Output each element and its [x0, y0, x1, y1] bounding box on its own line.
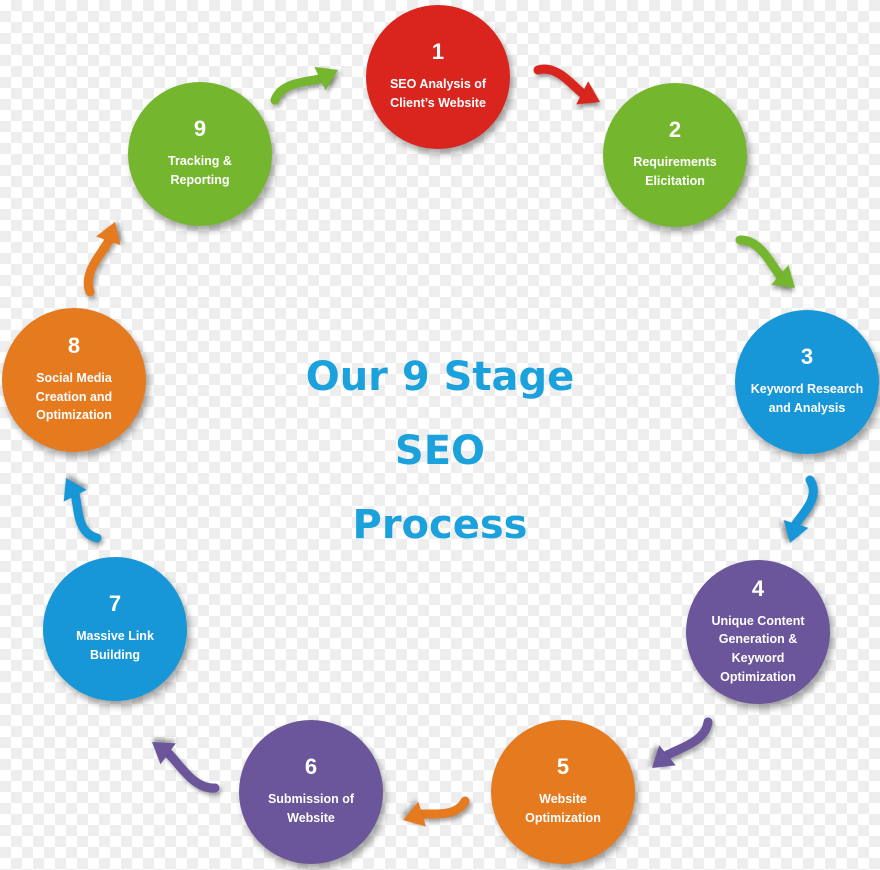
stage-4-circle: 4 Unique Content Generation & Keyword Op… [686, 560, 830, 704]
stage-8-number: 8 [67, 332, 81, 358]
stage-3-label: Keyword Research and Analysis [750, 382, 864, 415]
title-line-1: Our 9 Stage [305, 354, 575, 400]
arrow-6-to-7 [152, 742, 220, 793]
arrow-3-to-4 [783, 475, 818, 543]
arrow-shaft [657, 717, 713, 765]
arrow-shaft [789, 475, 818, 536]
arrow-2-to-3 [735, 235, 795, 288]
stage-5-circle: 5 Website Optimization [491, 720, 635, 864]
arrow-4-to-5 [652, 717, 713, 768]
stage-8-label: Social Media Creation and Optimization [35, 370, 113, 423]
arrow-head [152, 742, 176, 765]
arrow-head [771, 265, 795, 288]
stage-9-label: Tracking & Reporting [168, 154, 232, 187]
arrow-head [96, 222, 121, 246]
stage-2-label: Requirements Elicitation [633, 155, 717, 188]
stage-9-number: 9 [193, 116, 207, 142]
arrow-shaft [270, 71, 331, 105]
arrow-8-to-9 [83, 222, 121, 297]
arrow-shaft [735, 235, 790, 284]
arrow-1-to-2 [533, 64, 600, 105]
title-line-2: SEO [394, 428, 486, 474]
stage-3-circle: 3 Keyword Research and Analysis [735, 310, 879, 454]
stage-6-label: Submission of Website [267, 792, 355, 825]
stage-7-number: 7 [108, 591, 122, 617]
stage-1-number: 1 [431, 39, 445, 65]
arrow-5-to-6 [403, 796, 470, 827]
stage-1-label: SEO Analysis of Client’s Website [389, 77, 487, 110]
stage-6-circle: 6 Submission of Website [239, 720, 383, 864]
stage-4-number: 4 [751, 575, 765, 601]
arrow-shaft [533, 64, 593, 101]
stage-5-label: Website Optimization [525, 792, 601, 825]
stage-8-circle: 8 Social Media Creation and Optimization [2, 308, 146, 452]
arrow-head [403, 801, 426, 827]
process-title: Our 9 Stage SEO Process [240, 340, 640, 562]
arrow-head [63, 478, 87, 502]
stage-6-number: 6 [304, 754, 318, 780]
arrow-head [314, 66, 338, 91]
arrow-shaft [157, 745, 220, 793]
stage-2-number: 2 [668, 117, 682, 143]
arrow-head [652, 745, 676, 768]
stage-7-circle: 7 Massive Link Building [43, 557, 187, 701]
stage-9-circle: 9 Tracking & Reporting [128, 82, 272, 226]
stage-7-label: Massive Link Building [76, 629, 154, 662]
stage-2-circle: 2 Requirements Elicitation [603, 83, 747, 227]
title-line-3: Process [352, 502, 528, 548]
arrow-shaft [83, 229, 116, 297]
arrow-head [783, 520, 809, 543]
arrow-head [576, 81, 600, 105]
arrow-shaft [410, 796, 470, 821]
stage-1-circle: 1 SEO Analysis of Client’s Website [366, 5, 510, 149]
stage-5-number: 5 [556, 754, 570, 780]
arrow-7-to-8 [63, 478, 102, 543]
arrow-shaft [67, 485, 102, 543]
stage-3-number: 3 [800, 344, 814, 370]
stage-4-label: Unique Content Generation & Keyword Opti… [711, 613, 805, 684]
arrow-9-to-1 [270, 66, 338, 105]
